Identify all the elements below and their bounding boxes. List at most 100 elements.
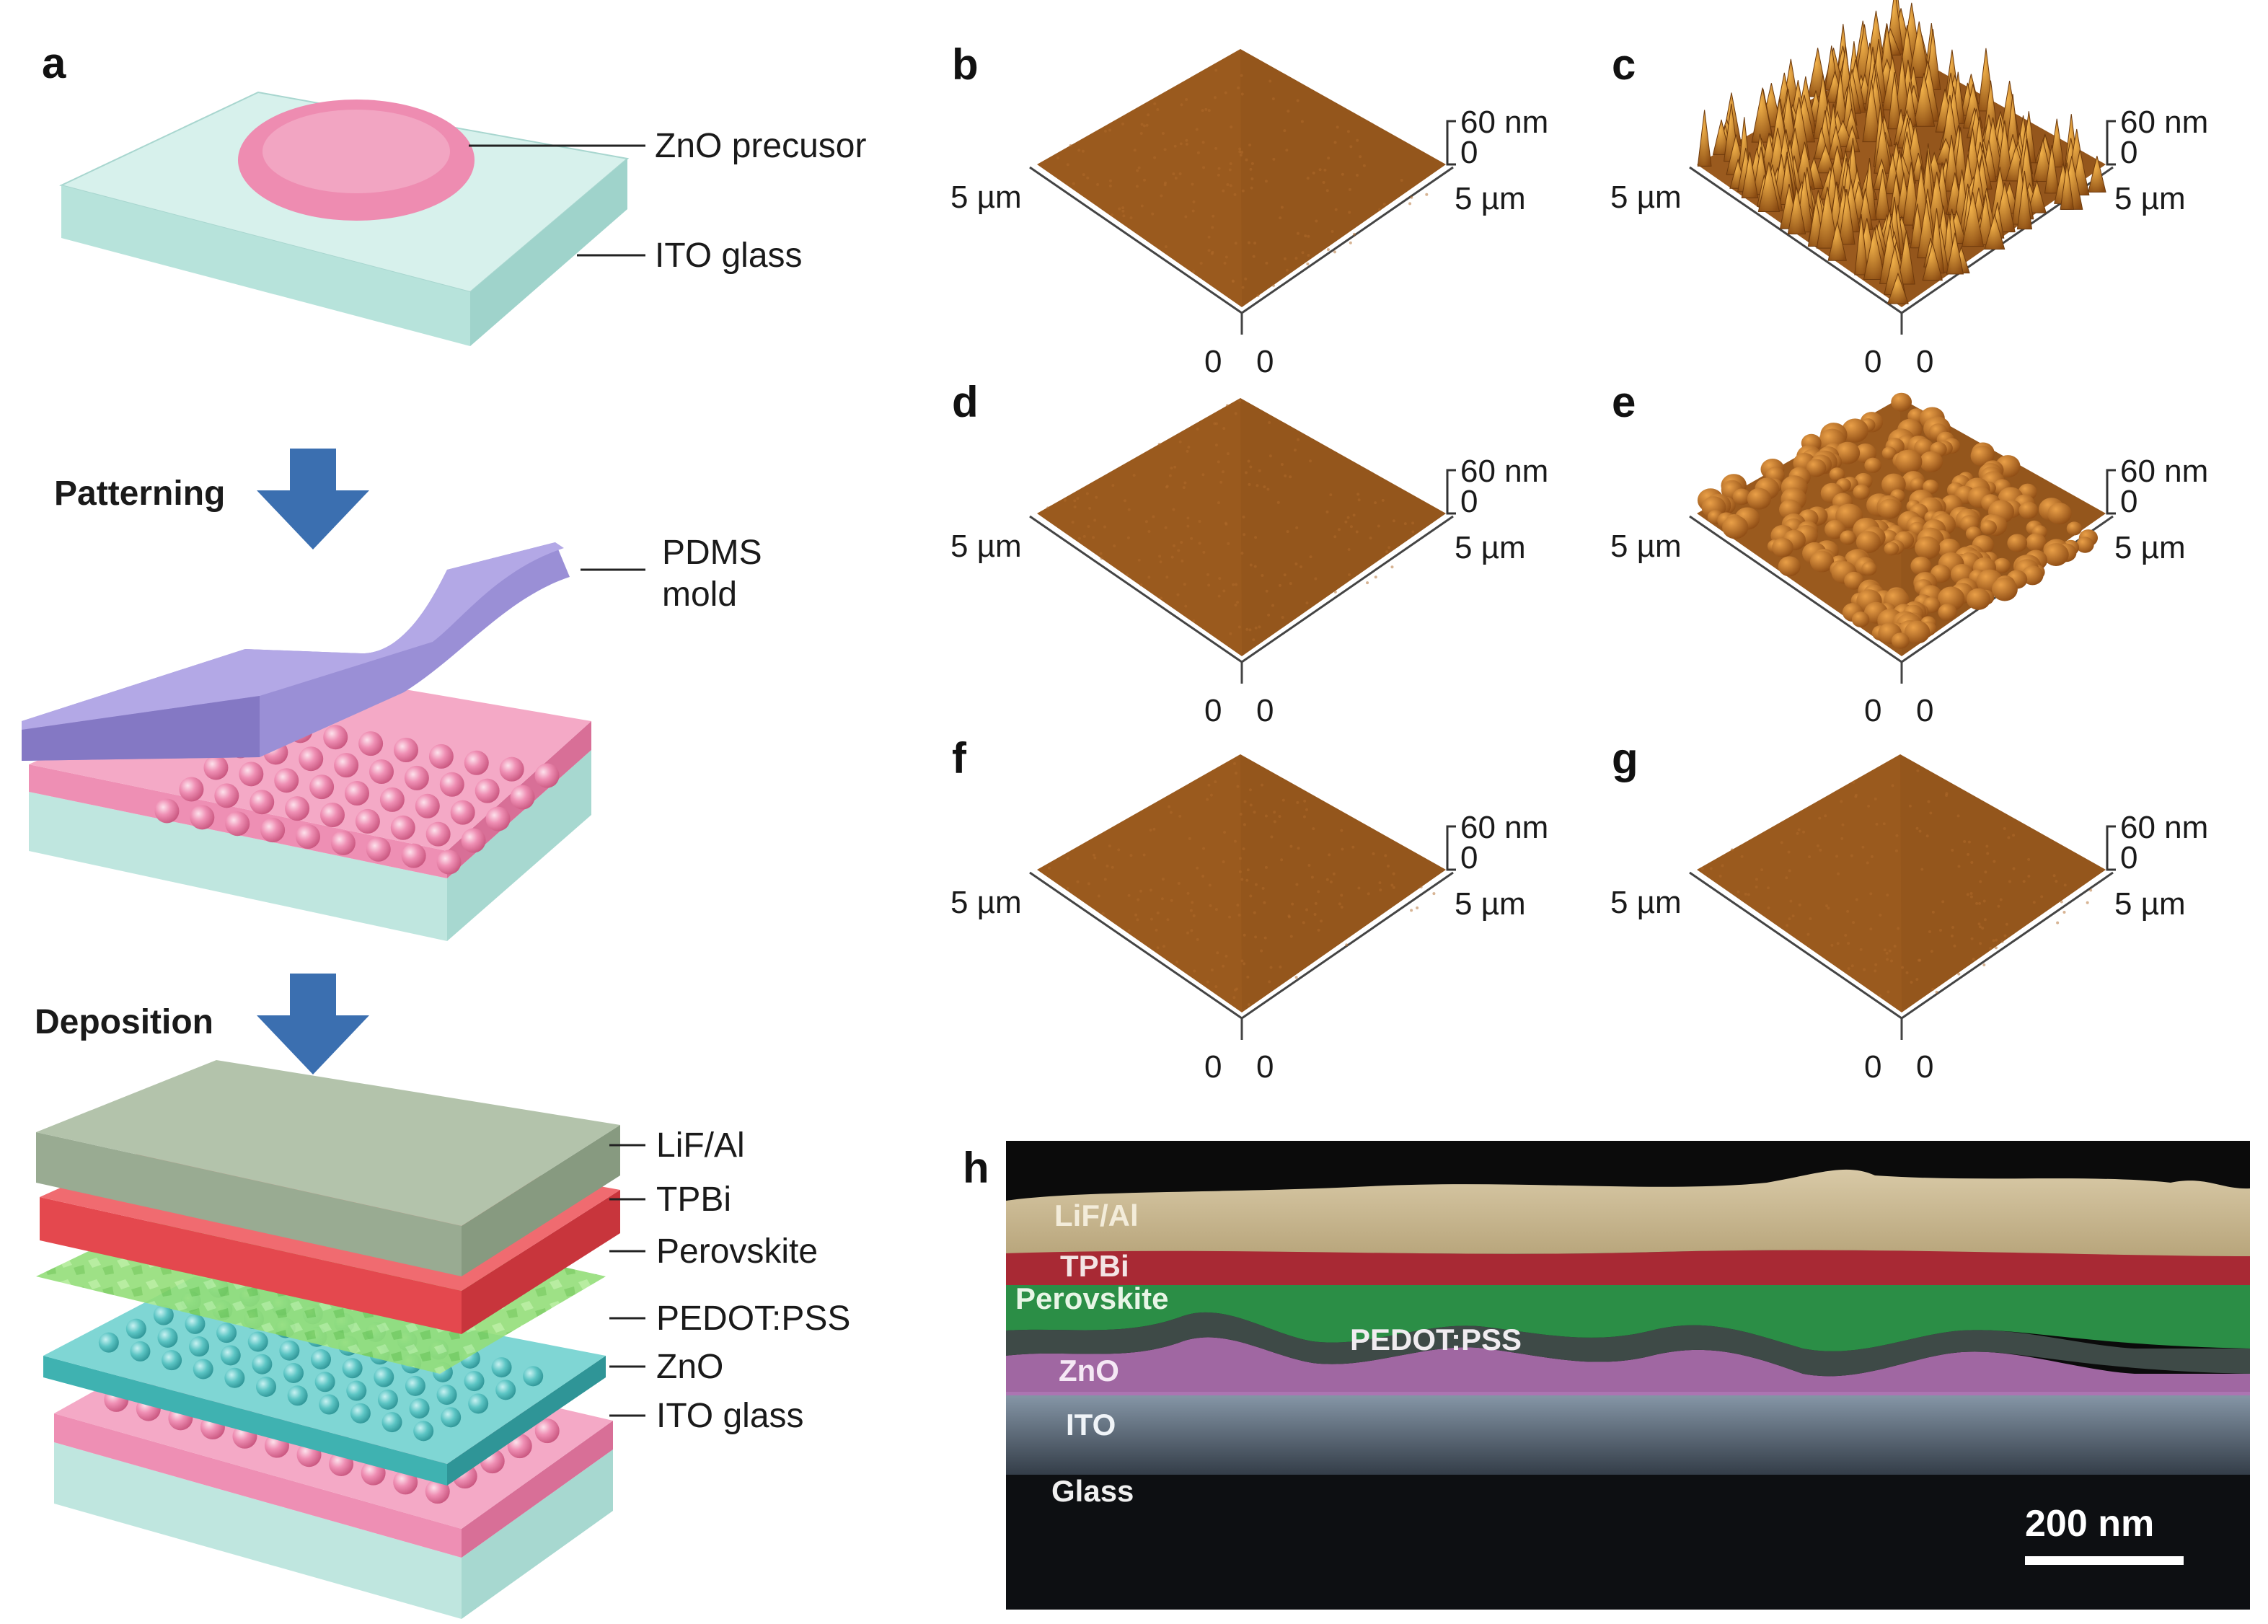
afm-surface [1037,754,1446,1012]
dome [381,1412,402,1433]
afm-bump [1878,498,1901,519]
dome [436,1385,457,1405]
dome [314,1372,335,1393]
dome [409,1398,430,1419]
tem-label-pedot-pss: PEDOT:PSS [1350,1323,1522,1356]
afm-y-extent-label: 5 µm [950,529,1022,564]
dome [334,753,359,778]
afm-origin-left-label: 0 [1864,344,1881,379]
dome [311,1349,331,1369]
afm-spike [1984,213,2006,250]
afm-height-zero-label: 0 [1460,135,1478,170]
afm-bump [2066,521,2082,536]
afm-spike [2060,162,2075,210]
afm-origin-right-label: 0 [1916,344,1933,379]
afm-x-extent-label: 5 µm [2114,886,2186,922]
dome [495,1380,516,1400]
dome [319,1394,340,1415]
dome [485,806,511,831]
dome [491,1357,512,1378]
afm-spike [1838,189,1856,245]
afm-height-zero-label: 0 [2120,135,2137,170]
afm-height-max-label: 60 nm [1460,105,1548,140]
label-tpbi: TPBi [656,1181,731,1219]
afm-axis-y [1689,871,1902,1020]
afm-bump [1853,484,1870,500]
afm-axis-x [1901,871,2114,1020]
afm-spike [2044,144,2060,194]
dome [369,759,394,784]
dome [464,1371,485,1392]
panel-label-c: c [1612,40,1636,89]
afm-bump [2075,537,2094,553]
afm-bump [1772,537,1793,557]
afm-bump [2007,534,2028,552]
afm-spike [1887,72,1902,130]
afm-bump [1884,542,1899,556]
dome [285,796,310,821]
dome [377,1389,398,1410]
dome [428,743,454,769]
afm-spike [1787,187,1806,234]
panel-label-b: b [952,40,979,89]
afm-x-extent-label: 5 µm [1455,181,1526,216]
dome [216,1323,237,1343]
afm-height-max-label: 60 nm [2120,105,2208,140]
afm-x-extent-label: 5 µm [1455,886,1526,922]
afm-bump [1841,418,1868,443]
dome [523,1366,544,1387]
panel-label-e: e [1612,378,1636,426]
dome [475,778,500,803]
dome [390,815,415,840]
dome [260,818,286,843]
afm-bump [1840,530,1856,545]
afm-spike [1863,227,1886,281]
dome [439,772,464,797]
dome [179,777,204,802]
afm-spike [1996,120,2013,181]
afm-origin-left-label: 0 [1864,1049,1881,1085]
dome [130,1341,151,1362]
afm-bump [2043,543,2069,566]
afm-spike [2016,170,2032,230]
afm-bump [1844,571,1864,590]
dome [450,800,475,825]
afm-y-extent-label: 5 µm [950,180,1022,215]
tem-label-ito: ITO [1066,1408,1116,1442]
afm-bump [1835,441,1861,464]
label-pdms-line1: PDMS [662,534,762,572]
deposition-arrow [257,974,369,1074]
dome [125,1318,146,1339]
label-pdms-line2: mold [662,575,737,614]
label-zno-precursor: ZnO precusor [655,127,866,165]
dome [296,824,320,849]
afm-bump [1861,561,1877,576]
afm-spike [1912,73,1936,127]
dome [464,750,489,775]
step1-substrate-illustration [59,91,630,346]
afm-origin-right-label: 0 [1916,693,1933,728]
label-deposition: Deposition [35,1003,213,1041]
afm-bump [1919,451,1943,472]
label-patterning: Patterning [54,475,225,513]
afm-origin-left-label: 0 [1204,344,1222,379]
dome [283,1363,304,1383]
dome [355,808,380,834]
panel-label-d: d [952,378,979,426]
afm-bump [1980,520,1997,535]
dome [436,849,462,875]
afm-spike [1887,272,1909,304]
afm-bump [1881,446,1897,460]
dome [214,783,239,808]
afm-bump [1747,487,1771,510]
dome [374,1367,394,1387]
afm-bump [2018,501,2039,519]
dome [193,1359,213,1380]
afm-spike [1815,144,1836,174]
afm-surface [1037,398,1446,656]
afm-height-zero-label: 0 [2120,484,2137,519]
dome [379,787,405,812]
dome [441,1407,462,1428]
